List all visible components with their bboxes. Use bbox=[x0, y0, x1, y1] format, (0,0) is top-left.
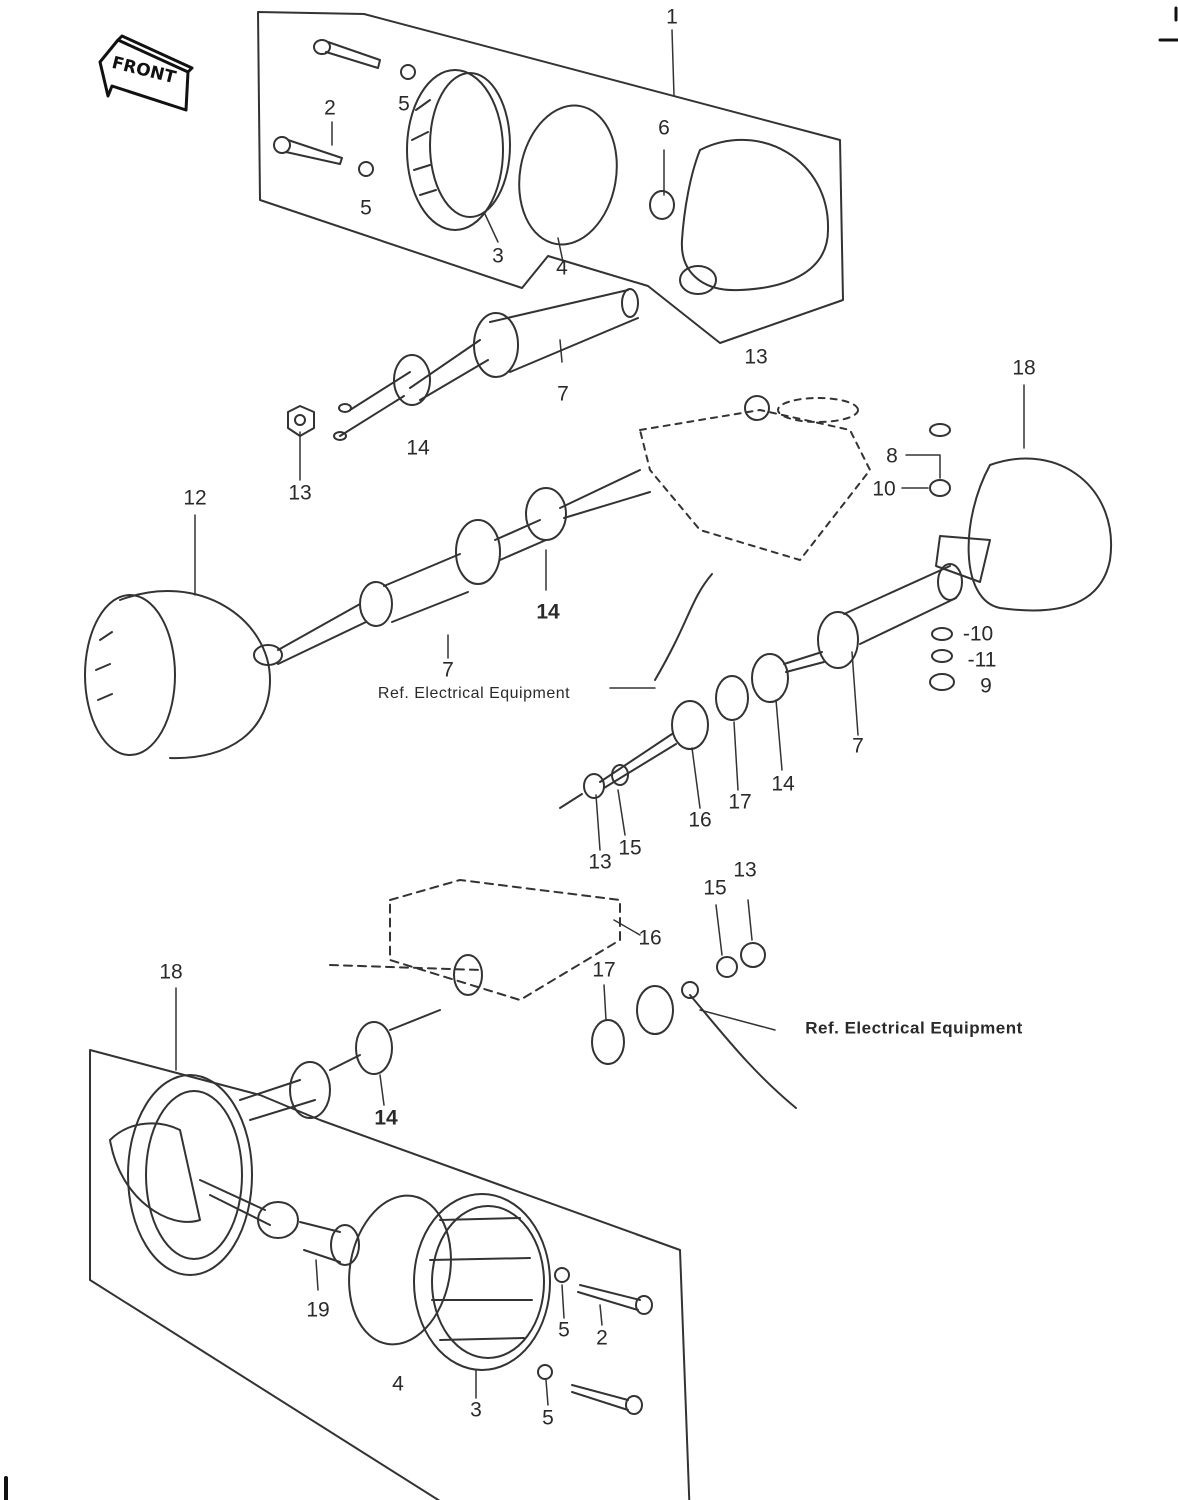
callout-1: 1 bbox=[666, 5, 678, 29]
callout-16: 16 bbox=[638, 926, 662, 950]
callout-5: 5 bbox=[360, 196, 372, 220]
callout-6: 6 bbox=[658, 116, 670, 140]
grommet-lower bbox=[453, 954, 483, 996]
turn-signal-right bbox=[559, 457, 1113, 809]
callout-2: 2 bbox=[324, 96, 336, 120]
callout-13: 13 bbox=[733, 858, 757, 882]
callout-3: 3 bbox=[470, 1398, 482, 1422]
turn-signal-left bbox=[84, 469, 651, 760]
washer-5d bbox=[537, 1364, 553, 1380]
gasket-top bbox=[518, 104, 618, 246]
callout-13: 13 bbox=[744, 345, 768, 369]
bulb-top bbox=[649, 190, 675, 220]
callout-2: 2 bbox=[596, 1326, 608, 1350]
washers-right bbox=[929, 423, 955, 691]
callout-5: 5 bbox=[558, 1318, 570, 1342]
nut-13a bbox=[287, 405, 315, 437]
callout-17: 17 bbox=[728, 790, 752, 814]
wire-lead-upper bbox=[654, 573, 713, 681]
screw-bottom-1 bbox=[577, 1284, 653, 1315]
housing-bottom bbox=[109, 1009, 441, 1276]
callout-4: 4 bbox=[556, 256, 568, 280]
leader-lines bbox=[175, 29, 1025, 1406]
bracket-middle bbox=[639, 397, 871, 561]
callout-8: 8 bbox=[886, 444, 898, 468]
housing-top bbox=[679, 139, 830, 295]
callout-7: 7 bbox=[557, 382, 569, 406]
ref-electrical-equipment-lower: Ref. Electrical Equipment bbox=[805, 1018, 1023, 1038]
bracket-lower bbox=[329, 879, 621, 1001]
nut-13b bbox=[744, 395, 770, 421]
callout-18: 18 bbox=[159, 960, 183, 984]
bulb-bottom bbox=[257, 1201, 360, 1266]
callout-10: 10 bbox=[872, 477, 896, 501]
callout-4: 4 bbox=[392, 1372, 404, 1396]
callout-14: 14 bbox=[374, 1106, 398, 1130]
callout-3: 3 bbox=[492, 244, 504, 268]
wire-lead-lower bbox=[689, 994, 797, 1109]
callout-16: 16 bbox=[688, 808, 712, 832]
callout-5: 5 bbox=[542, 1406, 554, 1430]
callout-14: 14 bbox=[406, 436, 430, 460]
callout-13: 13 bbox=[588, 850, 612, 874]
callout-5: 5 bbox=[398, 92, 410, 116]
upper-assembly-frame bbox=[257, 11, 844, 344]
callout-9: 9 bbox=[980, 674, 992, 698]
callout-13: 13 bbox=[288, 481, 312, 505]
margin-mark bbox=[1158, 6, 1178, 42]
callout-17: 17 bbox=[592, 958, 616, 982]
callout-7: 7 bbox=[442, 658, 454, 682]
callout-7: 7 bbox=[852, 734, 864, 758]
stem-top bbox=[333, 288, 639, 441]
ref-electrical-equipment-upper: Ref. Electrical Equipment bbox=[377, 685, 571, 702]
callout-15: 15 bbox=[703, 876, 727, 900]
screw-top-1 bbox=[313, 39, 381, 69]
callout-11: -11 bbox=[967, 648, 997, 672]
screw-bottom-2 bbox=[571, 1384, 643, 1415]
screw-top-2 bbox=[273, 136, 343, 165]
callout-10: -10 bbox=[962, 622, 994, 646]
gasket-bottom bbox=[348, 1194, 452, 1346]
callout-14: 14 bbox=[771, 772, 795, 796]
lower-assembly-frame bbox=[89, 1049, 691, 1500]
nuts-lower bbox=[591, 942, 766, 1065]
washer-5c bbox=[554, 1267, 570, 1283]
front-arrow-badge: FRONT bbox=[98, 34, 194, 112]
washer-5a bbox=[400, 64, 416, 80]
callout-18: 18 bbox=[1012, 356, 1036, 380]
lens-top bbox=[406, 69, 511, 231]
callout-15: 15 bbox=[618, 836, 642, 860]
washer-5b bbox=[358, 161, 374, 177]
callout-19: 19 bbox=[306, 1298, 330, 1322]
lens-bottom bbox=[413, 1193, 551, 1371]
callout-14: 14 bbox=[536, 600, 560, 624]
callout-12: 12 bbox=[183, 486, 207, 510]
